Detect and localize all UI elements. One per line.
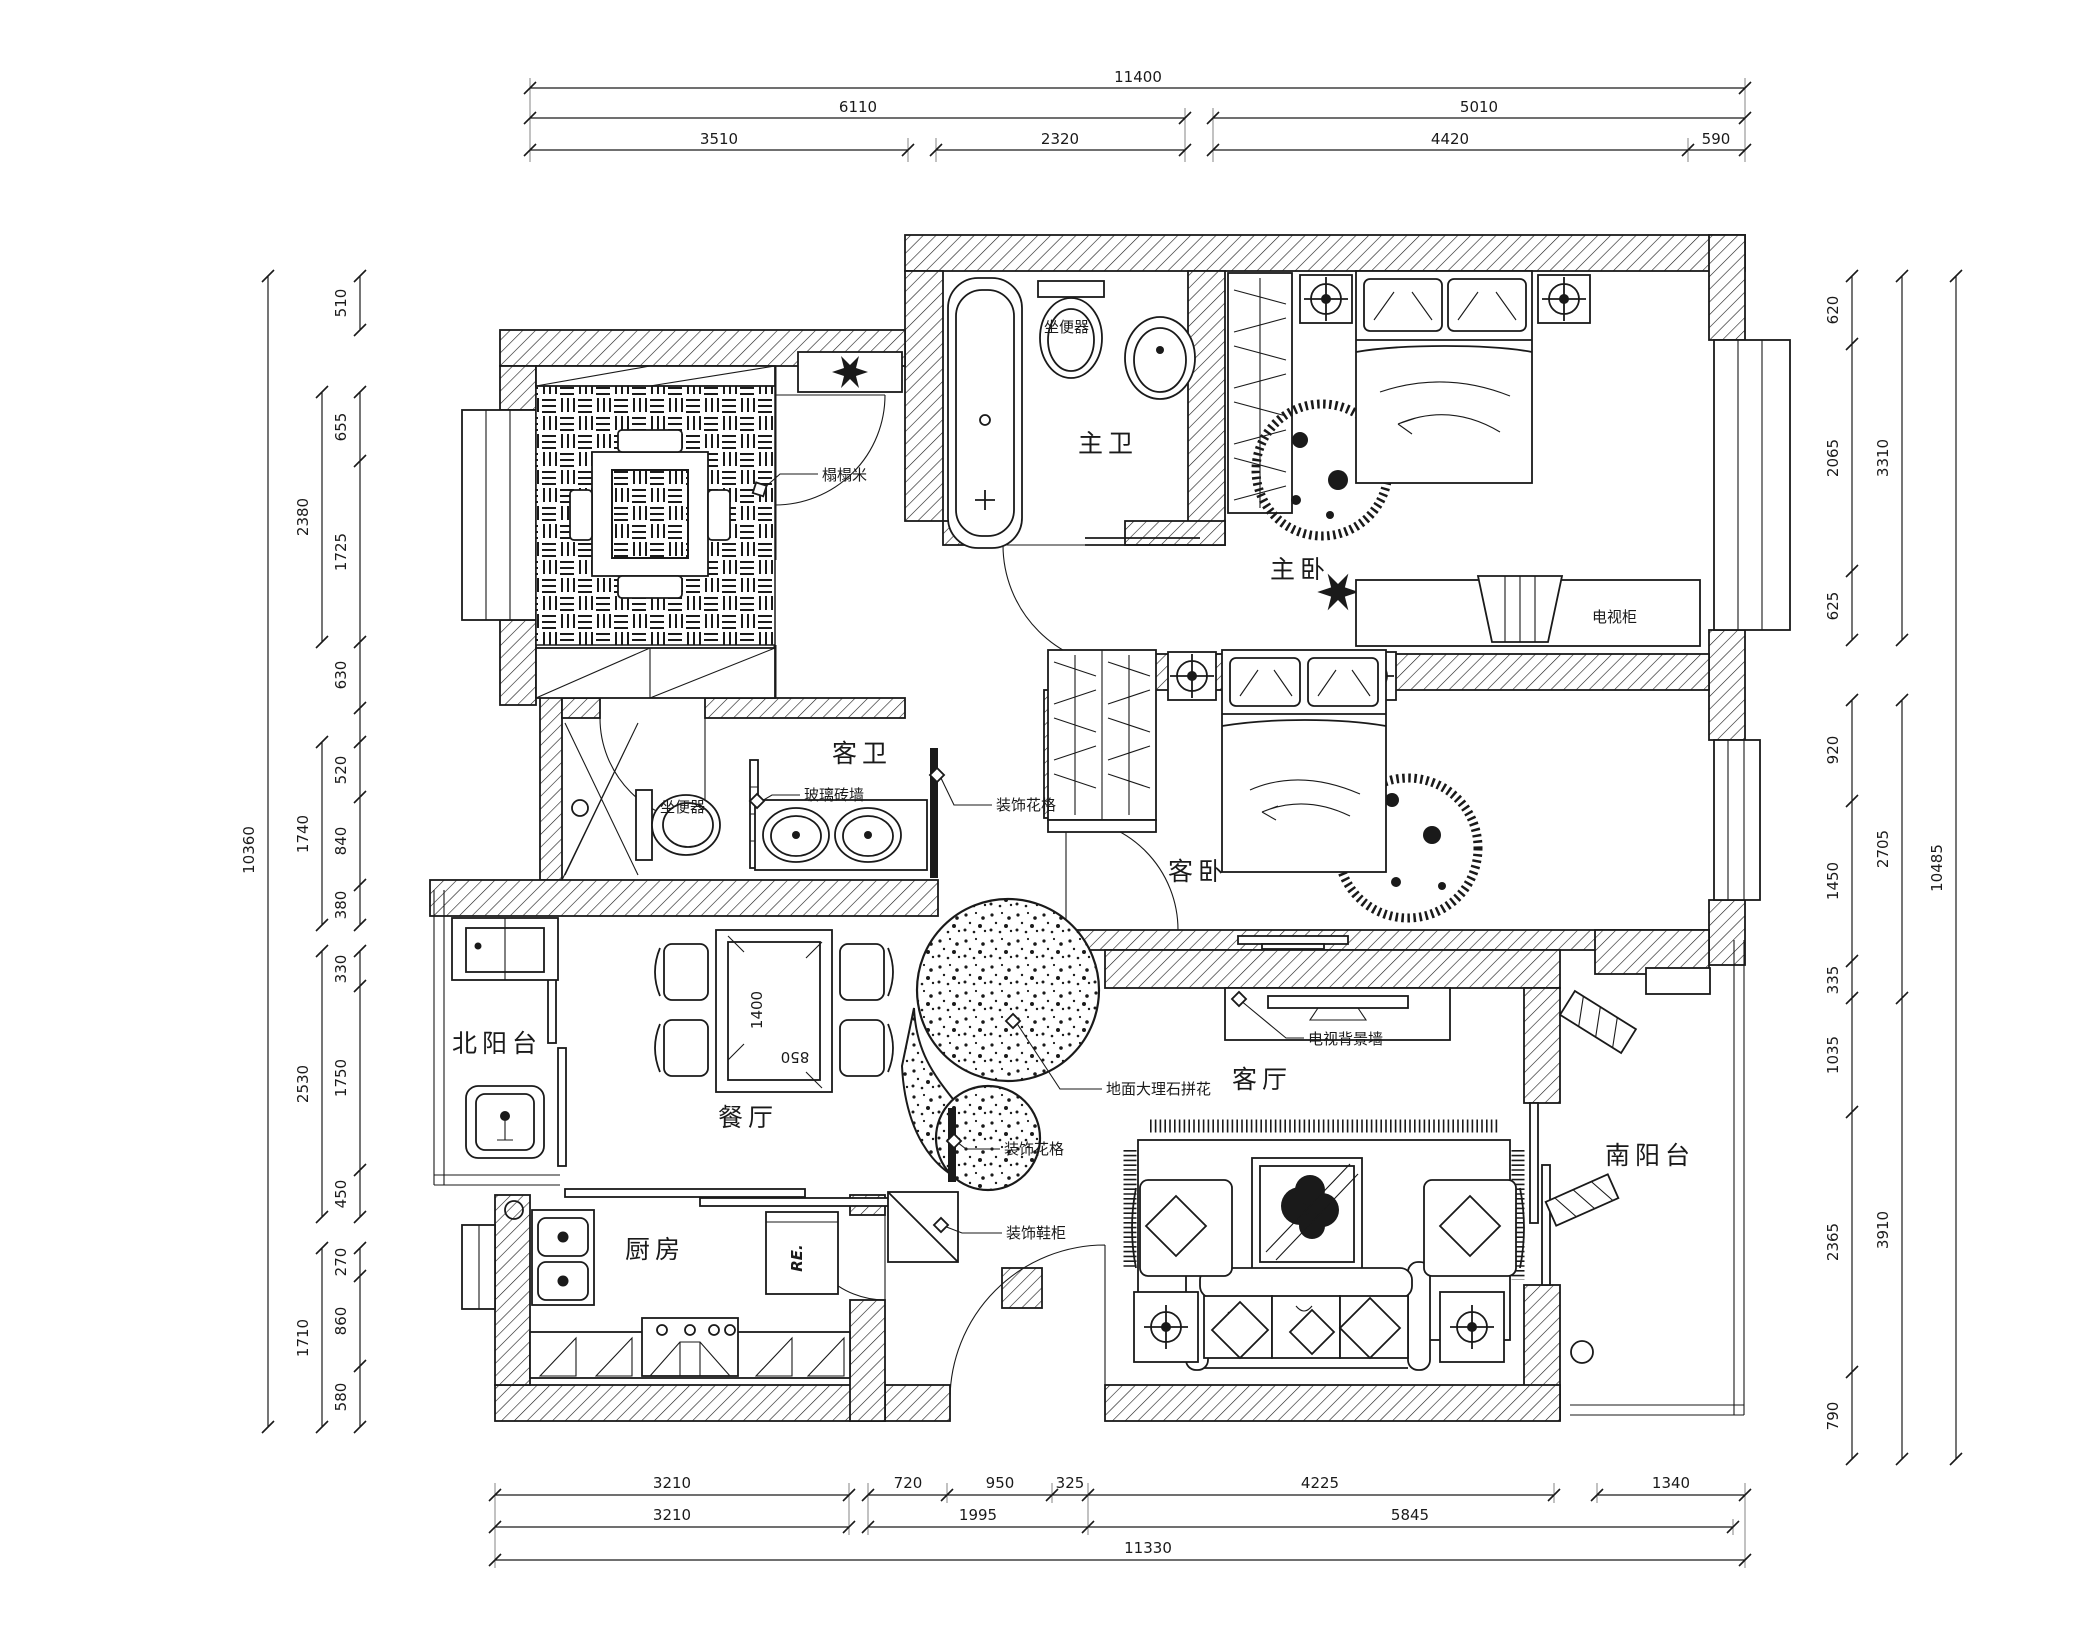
dim-top-detail-0: 3510 xyxy=(700,130,738,148)
windows xyxy=(433,339,1791,1416)
annotation-toilet-guest: 坐便器 xyxy=(660,798,705,816)
dim-right-detail-3: 920 xyxy=(1824,736,1842,765)
dim-bottom-detail-1: 720 xyxy=(894,1474,923,1492)
annotation-leaders xyxy=(748,473,1304,1234)
dim-left-group-1: 1740 xyxy=(294,815,312,853)
north-balcony-fixtures xyxy=(451,917,559,1159)
fridge-label: RE. xyxy=(788,1244,806,1272)
dim-top-total: 11400 xyxy=(1114,68,1162,86)
dim-right-detail-6: 1035 xyxy=(1824,1036,1842,1074)
dim-right-detail-1: 2065 xyxy=(1824,439,1842,477)
dim-top-detail-1: 2320 xyxy=(1041,130,1079,148)
room-label-kitchen: 厨房 xyxy=(625,1235,685,1264)
tatami-room xyxy=(535,351,903,699)
annotation-tv-cabinet: 电视柜 xyxy=(1592,608,1637,626)
annotation-marble-inlay: 地面大理石拼花 xyxy=(1106,1080,1211,1098)
dim-bottom-detail-5: 1340 xyxy=(1652,1474,1690,1492)
dim-bottom-detail-2: 950 xyxy=(986,1474,1015,1492)
room-label-north-balcony: 北阳台 xyxy=(452,1029,542,1058)
dim-top-detail-3: 590 xyxy=(1702,130,1731,148)
dim-right-detail-8: 790 xyxy=(1824,1402,1842,1431)
annotation-labels: 榻榻米 坐便器 坐便器 玻璃砖墙 装饰花格 装饰花格 电视柜 电视背景墙 地面大… xyxy=(660,318,1637,1242)
room-label-guest-bedroom: 客卧 xyxy=(1168,857,1228,886)
dim-right-group-2: 3910 xyxy=(1874,1211,1892,1249)
dim-left-group-3: 1710 xyxy=(294,1319,312,1357)
dining-table-length-label: 1400 xyxy=(748,991,766,1029)
guest-bath-fixtures xyxy=(561,722,938,881)
dim-left-detail-12: 580 xyxy=(332,1383,350,1412)
annotation-lattice-top: 装饰花格 xyxy=(996,796,1056,814)
dim-top-group-1: 5010 xyxy=(1460,98,1498,116)
dim-right-group-0: 3310 xyxy=(1874,439,1892,477)
dim-left-detail-8: 1750 xyxy=(332,1059,350,1097)
master-bath-fixtures xyxy=(947,277,1196,549)
dim-left-detail-6: 380 xyxy=(332,891,350,920)
kitchen-fixtures xyxy=(504,1200,851,1379)
dim-left-group-0: 2380 xyxy=(294,498,312,536)
dimension-lines xyxy=(261,78,1963,1568)
dim-right-detail-7: 2365 xyxy=(1824,1223,1842,1261)
annotation-shoe-cabinet: 装饰鞋柜 xyxy=(1006,1224,1066,1242)
dim-left-detail-1: 655 xyxy=(332,413,350,442)
dim-right-total: 10485 xyxy=(1928,844,1946,892)
living-room-furniture xyxy=(1123,987,1525,1371)
annotation-lattice-bottom: 装饰花格 xyxy=(1004,1140,1064,1158)
dim-left-detail-7: 330 xyxy=(332,955,350,984)
annotation-tv-feature-wall: 电视背景墙 xyxy=(1308,1030,1383,1048)
dim-bottom-total: 11330 xyxy=(1124,1539,1172,1557)
master-bedroom-furniture xyxy=(1227,270,1701,647)
dim-top-group-0: 6110 xyxy=(839,98,877,116)
dim-left-total: 10360 xyxy=(240,826,258,874)
dimension-labels: 11400 6110 5010 3510 2320 4420 590 3210 … xyxy=(240,68,1946,1557)
dim-right-detail-2: 625 xyxy=(1824,592,1842,621)
marble-inlay xyxy=(900,897,1101,1192)
room-label-dining: 餐厅 xyxy=(718,1103,778,1132)
dim-left-detail-10: 270 xyxy=(332,1248,350,1277)
dining-furniture xyxy=(654,929,894,1093)
dim-left-detail-2: 1725 xyxy=(332,533,350,571)
guest-bedroom-furniture xyxy=(1047,649,1483,950)
dim-right-group-1: 2705 xyxy=(1874,830,1892,868)
dim-left-detail-0: 510 xyxy=(332,289,350,318)
room-label-guest-bath: 客卫 xyxy=(832,739,892,768)
dim-bottom-detail-4: 4225 xyxy=(1301,1474,1339,1492)
room-label-living: 客厅 xyxy=(1232,1065,1292,1094)
dim-left-detail-5: 840 xyxy=(332,827,350,856)
dim-bottom-detail-0: 3210 xyxy=(653,1474,691,1492)
room-labels: 主卫 主卧 客卫 客卧 北阳台 餐厅 客厅 厨房 南阳台 xyxy=(452,429,1695,1264)
dim-bottom-group-2: 5845 xyxy=(1391,1506,1429,1524)
room-label-south-balcony: 南阳台 xyxy=(1605,1141,1695,1170)
dim-bottom-group-0: 3210 xyxy=(653,1506,691,1524)
room-label-master-bath: 主卫 xyxy=(1078,429,1138,458)
dim-left-detail-4: 520 xyxy=(332,756,350,785)
dim-left-detail-11: 860 xyxy=(332,1307,350,1336)
dim-right-detail-5: 335 xyxy=(1824,966,1842,995)
dim-right-detail-0: 620 xyxy=(1824,296,1842,325)
dim-bottom-detail-3: 325 xyxy=(1056,1474,1085,1492)
room-label-master-bedroom: 主卧 xyxy=(1270,555,1330,584)
dim-top-detail-2: 4420 xyxy=(1431,130,1469,148)
dim-left-detail-9: 450 xyxy=(332,1180,350,1209)
dim-right-detail-4: 1450 xyxy=(1824,862,1842,900)
dim-left-group-2: 2530 xyxy=(294,1065,312,1103)
annotation-toilet-master: 坐便器 xyxy=(1044,318,1089,336)
dim-bottom-group-1: 1995 xyxy=(959,1506,997,1524)
annotation-tatami: 榻榻米 xyxy=(822,466,867,484)
annotation-glass-brick-wall: 玻璃砖墙 xyxy=(804,786,864,804)
dim-left-detail-3: 630 xyxy=(332,661,350,690)
dining-table-width-label: 850 xyxy=(781,1048,810,1066)
